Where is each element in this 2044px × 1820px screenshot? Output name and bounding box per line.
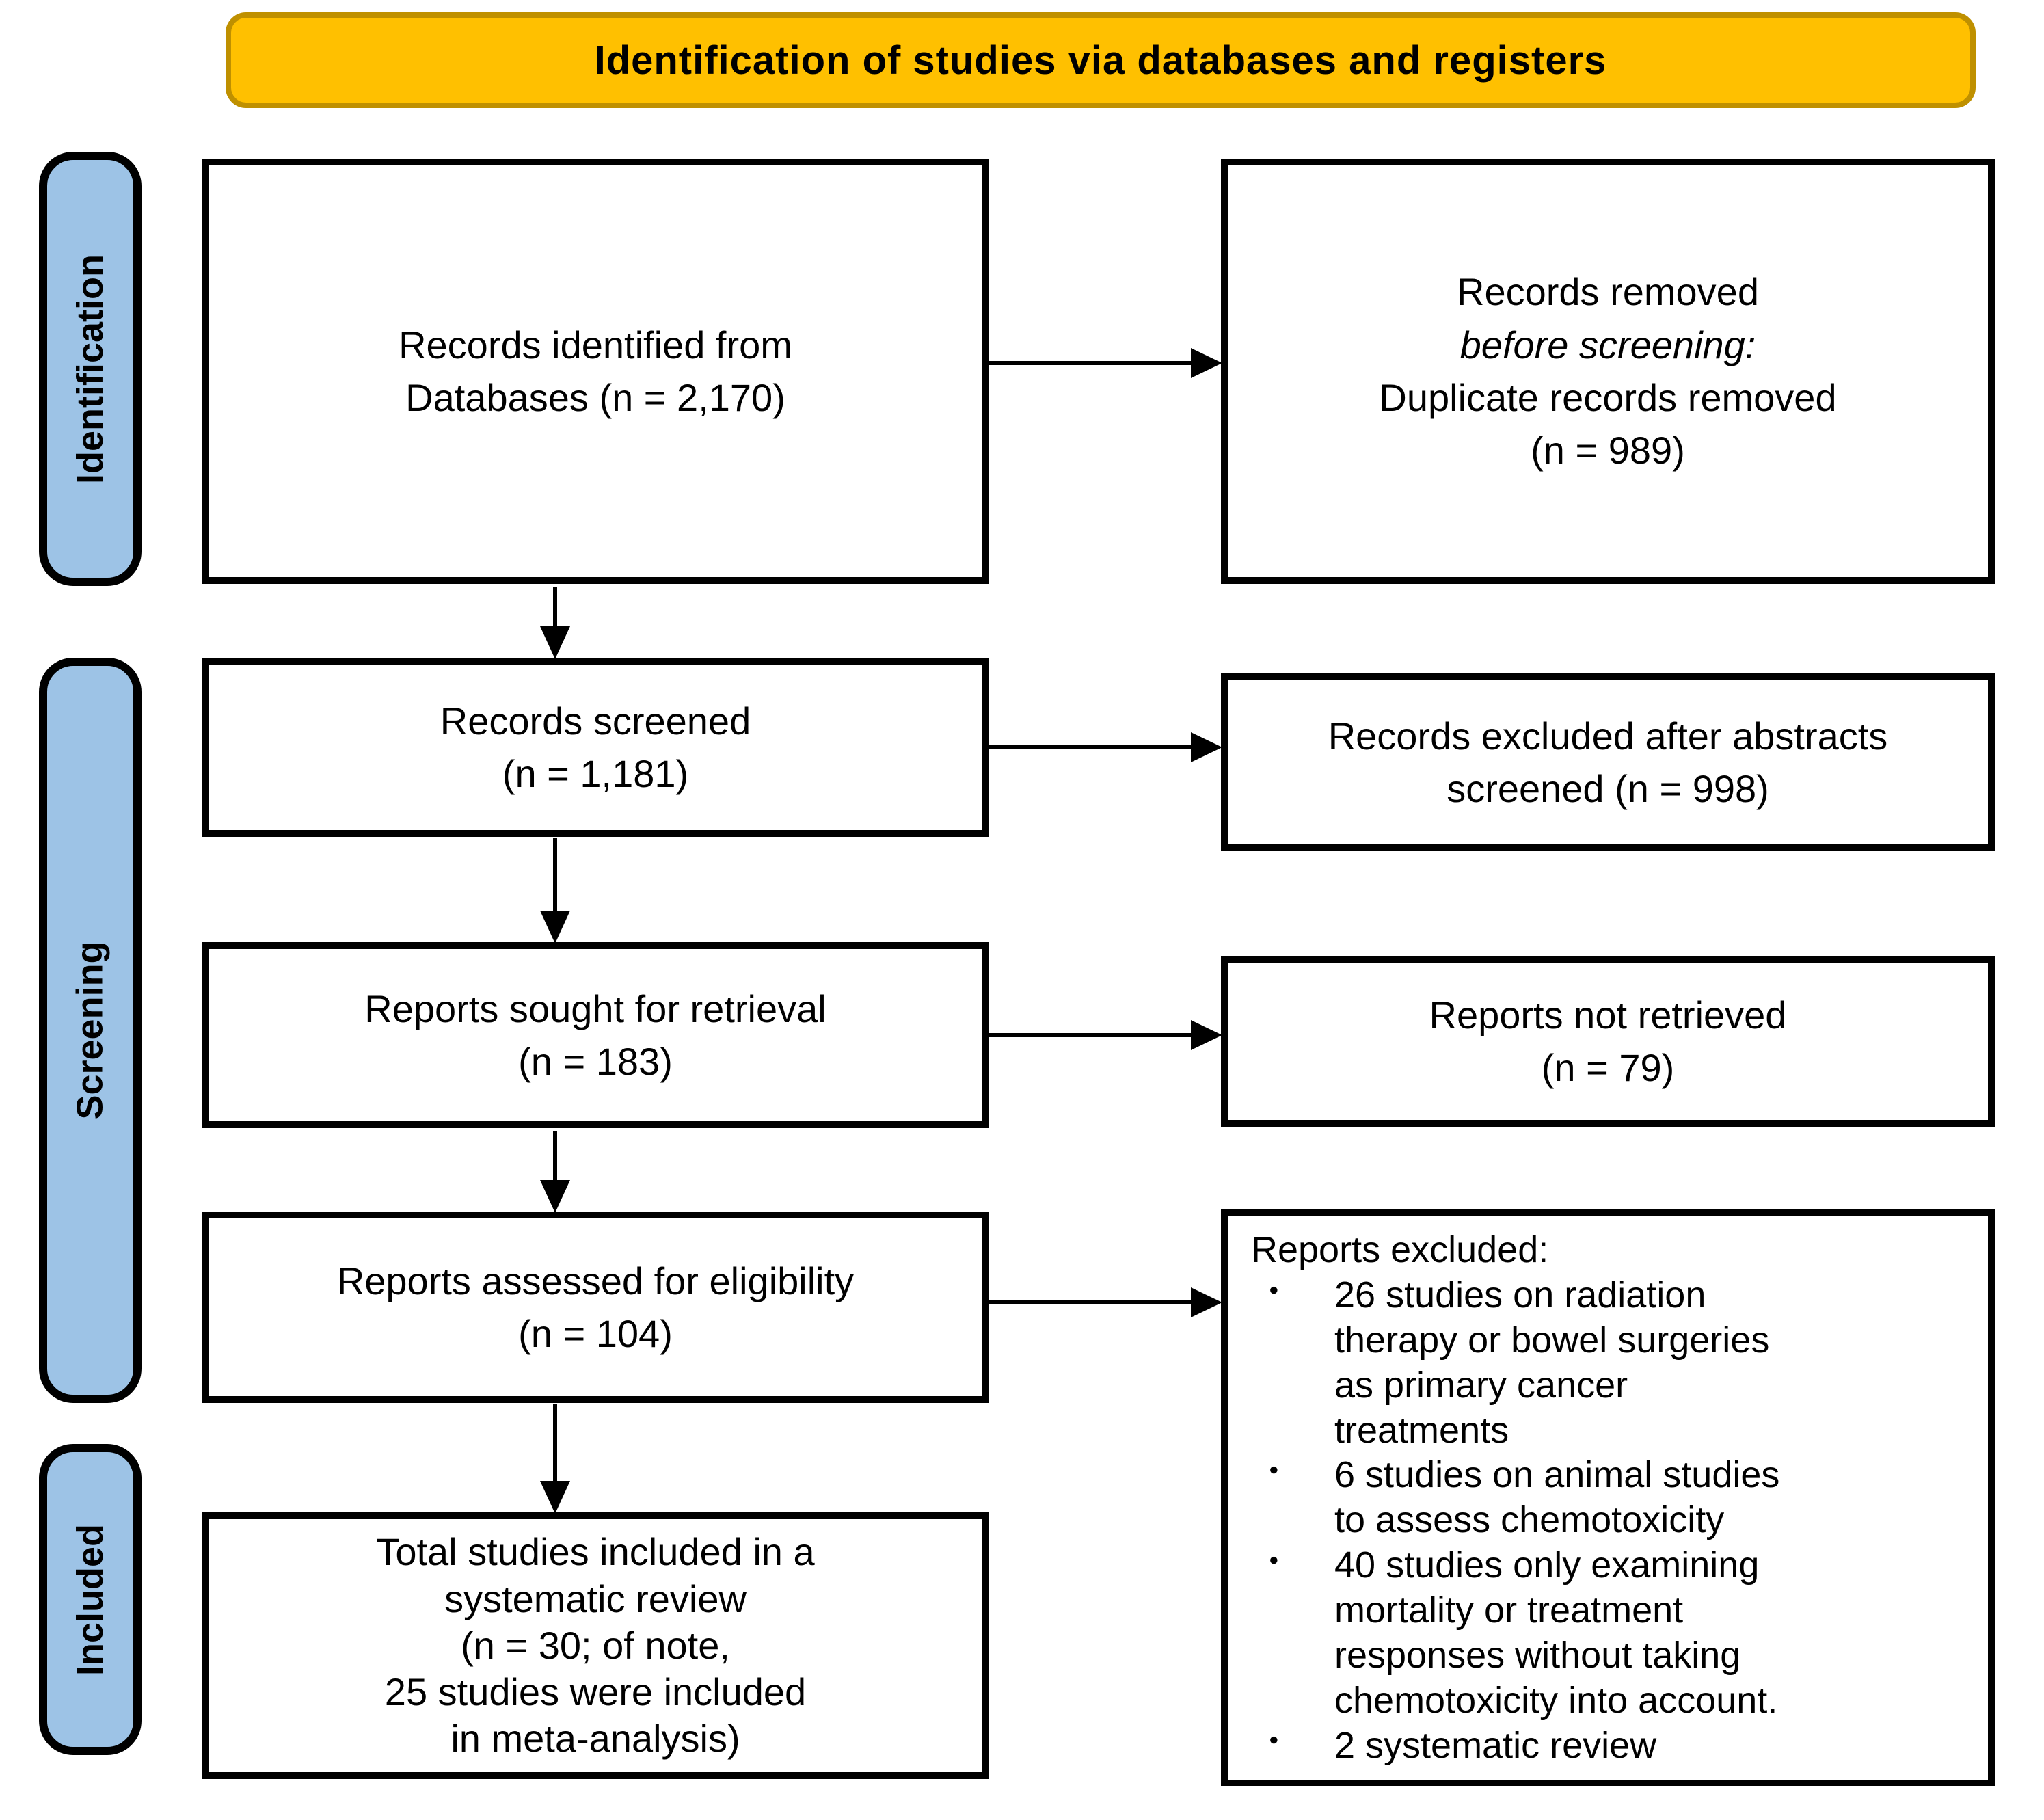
box-text-line: Reports not retrieved [1429, 993, 1787, 1036]
box-text-line: Reports assessed for eligibility [336, 1259, 855, 1302]
stage-label-included: Included [39, 1444, 142, 1755]
arrow-assessed-to-total-icon [540, 1404, 570, 1514]
list-item: 2 systematic review [1251, 1724, 1779, 1769]
box-text-line: (n = 1,181) [502, 752, 689, 795]
box-reports-assessed: Reports assessed for eligibility (n = 10… [202, 1212, 989, 1403]
box-text-line-italic: before screening: [1460, 323, 1756, 366]
box-text-line: Records identified from [399, 323, 792, 366]
box-text-line: Records screened [440, 699, 751, 742]
box-text-line: (n = 104) [518, 1312, 673, 1355]
box-text-line: (n = 79) [1541, 1046, 1675, 1089]
box-records-removed: Records removed before screening: Duplic… [1221, 159, 1995, 584]
box-records-identified: Records identified from Databases (n = 2… [202, 159, 989, 584]
stage-label-identification: Identification [39, 152, 142, 586]
box-reports-not-retrieved: Reports not retrieved (n = 79) [1221, 956, 1995, 1127]
arrow-sought-to-assessed-icon [540, 1131, 570, 1213]
box-text-line: (n = 989) [1531, 429, 1685, 472]
stage-label-text: Screening [70, 941, 111, 1120]
arrow-sought-to-not-retrieved-icon [989, 1020, 1222, 1050]
box-text-line: Duplicate records removed [1379, 376, 1837, 419]
box-text-line: systematic review [444, 1577, 747, 1620]
box-text-line: Databases (n = 2,170) [405, 376, 785, 419]
box-text-line: Records excluded after abstracts [1328, 714, 1888, 758]
box-reports-excluded: Reports excluded: 26 studies on radiatio… [1221, 1209, 1995, 1786]
box-total-included: Total studies included in a systematic r… [202, 1512, 989, 1779]
list-item: 6 studies on animal studies to assess ch… [1251, 1453, 1779, 1543]
box-text-line: Reports sought for retrieval [364, 987, 826, 1030]
box-text-line: (n = 30; of note, [461, 1623, 730, 1667]
box-text-line: Records removed [1457, 270, 1759, 314]
reports-excluded-list: 26 studies on radiation therapy or bowel… [1251, 1273, 1779, 1769]
arrow-screened-to-excluded-icon [989, 732, 1222, 762]
box-text-line: screened (n = 998) [1447, 767, 1769, 810]
box-records-excluded: Records excluded after abstracts screene… [1221, 673, 1995, 851]
box-records-screened: Records screened (n = 1,181) [202, 658, 989, 837]
arrow-assessed-to-reports-excluded-icon [989, 1287, 1222, 1317]
stage-label-screening: Screening [39, 658, 142, 1403]
header-banner: Identification of studies via databases … [226, 12, 1976, 108]
stage-label-text: Included [70, 1523, 111, 1676]
box-text-line: in meta-analysis) [451, 1717, 740, 1761]
box-text-line: (n = 183) [518, 1040, 673, 1083]
list-item: 40 studies only examining mortality or t… [1251, 1543, 1779, 1724]
list-item: 26 studies on radiation therapy or bowel… [1251, 1273, 1779, 1454]
box-text-line: Total studies included in a [376, 1530, 815, 1574]
arrow-screened-to-sought-icon [540, 838, 570, 944]
box-text-line: 25 studies were included [384, 1670, 807, 1714]
header-title: Identification of studies via databases … [594, 38, 1607, 83]
arrow-identified-to-screened-icon [540, 587, 570, 659]
box-reports-sought: Reports sought for retrieval (n = 183) [202, 942, 989, 1128]
stage-label-text: Identification [70, 254, 111, 484]
reports-excluded-title: Reports excluded: [1251, 1229, 1549, 1270]
arrow-identified-to-removed-icon [989, 348, 1222, 378]
